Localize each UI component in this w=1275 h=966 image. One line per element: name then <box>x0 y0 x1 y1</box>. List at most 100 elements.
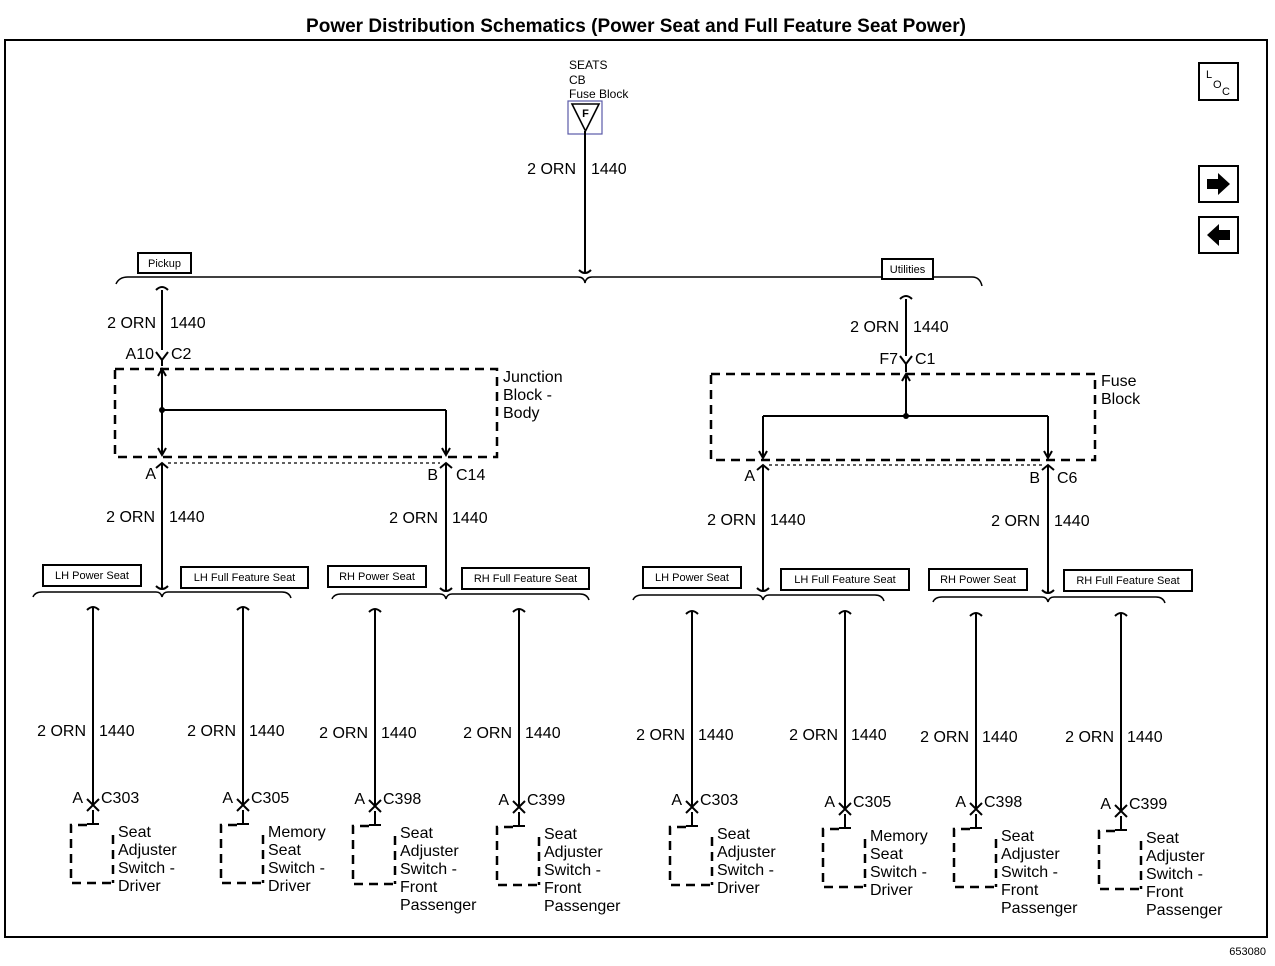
wire-circuit-label: 1440 <box>249 723 285 740</box>
connector-id: C305 <box>251 790 289 807</box>
wire-circuit-label: 1440 <box>99 723 135 740</box>
svg-text:RH Power Seat: RH Power Seat <box>940 574 1016 586</box>
wire-gauge-label: 2 ORN <box>37 723 86 740</box>
component-name-line: Seat <box>1146 830 1179 847</box>
left-in-pin: A10 <box>126 346 155 363</box>
loc-letter-c: C <box>1222 86 1230 98</box>
component-name-line: Switch - <box>1146 866 1203 883</box>
right-a-gauge: 2 ORN <box>707 512 756 529</box>
component-name-line: Passenger <box>1001 900 1078 917</box>
left-b-circuit: 1440 <box>452 510 488 527</box>
wire-circuit-label: 1440 <box>1127 729 1163 746</box>
connector-id: C398 <box>383 791 421 808</box>
next-page-button[interactable] <box>1198 165 1239 203</box>
component-name-line: Adjuster <box>544 844 603 861</box>
component-box[interactable] <box>821 827 865 889</box>
component-box[interactable] <box>69 823 113 885</box>
connector-id: C303 <box>700 792 738 809</box>
wire-circuit-label: 1440 <box>851 727 887 744</box>
previous-page-button[interactable] <box>1198 216 1239 254</box>
connector-id: C399 <box>1129 796 1167 813</box>
svg-text:LH Power Seat: LH Power Seat <box>655 572 729 584</box>
wire-gauge-label: 2 ORN <box>1065 729 1114 746</box>
connector-id: C305 <box>853 794 891 811</box>
left-a-gauge: 2 ORN <box>106 509 155 526</box>
arrow-left-icon <box>1207 224 1230 246</box>
right-out-pin-a: A <box>744 468 755 485</box>
loc-letter-l: L <box>1206 69 1212 81</box>
fuse-symbol: F <box>582 108 589 120</box>
component-name-line: Memory <box>268 824 326 841</box>
component-name-line: Seat <box>544 826 577 843</box>
svg-text:RH Full Feature Seat: RH Full Feature Seat <box>1076 575 1179 587</box>
component-name-line: Driver <box>717 880 760 897</box>
left-out-pin-a: A <box>145 466 156 483</box>
component-name-line: Passenger <box>400 897 477 914</box>
junction-block-body <box>113 367 499 459</box>
option-lh-power-seat-right: LH Power Seat <box>642 566 742 589</box>
component-name-line: Memory <box>870 828 928 845</box>
option-rh-full-feature-seat-left: RH Full Feature Seat <box>461 567 590 590</box>
component-name-line: Switch - <box>268 860 325 877</box>
right-out-connector: C6 <box>1057 470 1078 487</box>
fuse-block-label-2: Block <box>1101 391 1141 408</box>
component-name-line: Seat <box>717 826 750 843</box>
wire-circuit-label: 1440 <box>525 725 561 742</box>
component-name-line: Driver <box>118 878 161 895</box>
component-box[interactable] <box>1097 829 1141 891</box>
left-a-circuit: 1440 <box>169 509 205 526</box>
svg-text:Pickup: Pickup <box>148 258 181 270</box>
left-feed-gauge: 2 ORN <box>107 315 156 332</box>
wire-gauge-label: 2 ORN <box>463 725 512 742</box>
diagram-frame <box>4 39 1268 938</box>
component-name-line: Seat <box>870 846 903 863</box>
svg-text:LH Full Feature Seat: LH Full Feature Seat <box>194 572 296 584</box>
fuse-block-box <box>709 372 1097 462</box>
arrow-right-icon <box>1207 173 1230 195</box>
connector-pin: A <box>955 794 966 811</box>
right-b-gauge: 2 ORN <box>991 513 1040 530</box>
left-in-connector: C2 <box>171 346 192 363</box>
wire-gauge-label: 2 ORN <box>527 161 576 178</box>
component-box[interactable] <box>952 827 996 889</box>
connector-id: C398 <box>984 794 1022 811</box>
connector-icon <box>86 803 100 812</box>
wire-gauge-label: 2 ORN <box>920 729 969 746</box>
component-name-line: Switch - <box>544 862 601 879</box>
connector-pin: A <box>222 790 233 807</box>
location-button[interactable]: L O C <box>1198 62 1239 101</box>
component-box[interactable] <box>351 824 395 886</box>
wire-circuit-label: 1440 <box>591 161 627 178</box>
connector-pin: A <box>824 794 835 811</box>
option-rh-full-feature-seat-right: RH Full Feature Seat <box>1063 569 1193 592</box>
wire-circuit-label: 1440 <box>698 727 734 744</box>
svg-text:Utilities: Utilities <box>890 264 926 276</box>
fuse-icon <box>570 103 601 133</box>
left-out-pin-b: B <box>427 467 438 484</box>
component-box[interactable] <box>495 825 539 887</box>
component-box[interactable] <box>219 823 263 885</box>
component-name-line: Switch - <box>400 861 457 878</box>
option-lh-full-feature-seat-left: LH Full Feature Seat <box>180 566 309 589</box>
component-name-line: Seat <box>118 824 151 841</box>
svg-text:RH Full Feature Seat: RH Full Feature Seat <box>474 573 577 585</box>
right-in-pin: F7 <box>879 351 898 368</box>
component-name-line: Switch - <box>1001 864 1058 881</box>
source-label-cb: CB <box>569 73 586 87</box>
wire-circuit-label: 1440 <box>381 725 417 742</box>
option-lh-power-seat-left: LH Power Seat <box>42 564 142 587</box>
option-pickup: Pickup <box>137 252 192 274</box>
right-feed-circuit: 1440 <box>913 319 949 336</box>
wire-gauge-label: 2 ORN <box>319 725 368 742</box>
component-name-line: Seat <box>268 842 301 859</box>
component-box[interactable] <box>668 825 712 887</box>
connector-pin: A <box>72 790 83 807</box>
component-name-line: Switch - <box>118 860 175 877</box>
wire-gauge-label: 2 ORN <box>636 727 685 744</box>
svg-text:LH Power Seat: LH Power Seat <box>55 570 129 582</box>
wire-gauge-label: 2 ORN <box>789 727 838 744</box>
